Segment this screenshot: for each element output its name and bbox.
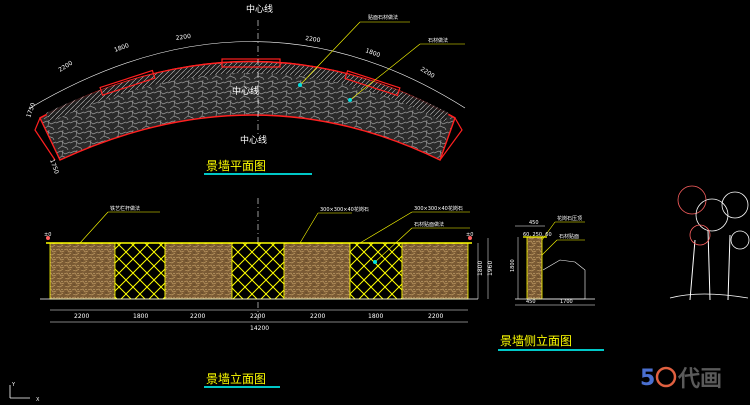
elev-dim-2: 1800 [133,313,148,320]
plan-dim-side-right: 1750 [48,158,60,175]
elev-dim-1: 2200 [74,313,89,320]
watermark-logo: 5 代画 [640,366,722,392]
plan-centerline-top: 中心线 [246,3,273,15]
side-dim-bottom-1: 450 [526,299,536,305]
elev-dim-3: 2200 [190,313,205,320]
plan-dim-4: 2200 [305,35,321,44]
elev-dim-5: 2200 [310,313,325,320]
side-title: 景墙侧立面图 [500,333,572,348]
elevation-view [40,198,489,323]
side-view [515,221,595,306]
side-dim-height: 1800 [510,259,516,272]
ucs-axis-icon [9,385,30,399]
elevation-title: 景墙立面图 [206,371,266,386]
elev-dim-total: 14200 [250,325,269,332]
side-callout-2: 石材贴面 [559,233,579,240]
plan-dim-6: 2200 [419,66,436,80]
elev-callout-4: 石材贴面做法 [414,221,444,228]
elev-callout-3: 300×300×40花岗石 [414,205,463,212]
elev-level-right: ±0 [466,232,473,238]
plan-dim-side-left: 1750 [25,102,37,119]
plan-dim-5: 1800 [364,47,381,59]
elev-callout-2: 300×300×40花岗石 [320,206,369,213]
elev-callout-1: 铁艺栏杆做法 [110,205,140,212]
elev-dim-height-2: 1960 [487,261,494,276]
plan-title: 景墙平面图 [206,159,266,173]
plan-dim-1: 2200 [57,60,74,74]
side-callout-1: 花岗石压顶 [557,215,582,222]
side-dim-top-2: 60, 250, 60 [523,232,552,238]
elev-dim-7: 2200 [428,313,443,320]
elev-dim-height-1: 1800 [477,261,484,276]
axis-x-label: X [36,397,40,403]
elev-level-left: ±0 [44,232,51,238]
plan-centerline-mid: 中心线 [232,85,259,97]
plan-dim-2: 1800 [113,42,130,54]
axis-y-label: Y [11,382,16,388]
watermark-number: 5 [640,366,655,391]
plan-callout-1: 贴面石材做法 [368,14,398,21]
plan-centerline-bottom: 中心线 [240,134,267,146]
elev-dim-4: 2200 [250,313,265,320]
plan-view [29,20,466,161]
plan-dim-3: 2200 [175,33,191,42]
plan-callout-2: 石材做法 [428,37,448,44]
elev-dim-6: 1800 [368,313,383,320]
watermark-text: 代画 [677,367,722,392]
side-dim-top-1: 450 [529,220,539,226]
side-dim-bottom-2: 1700 [560,299,573,305]
tree-illustration [669,185,750,301]
